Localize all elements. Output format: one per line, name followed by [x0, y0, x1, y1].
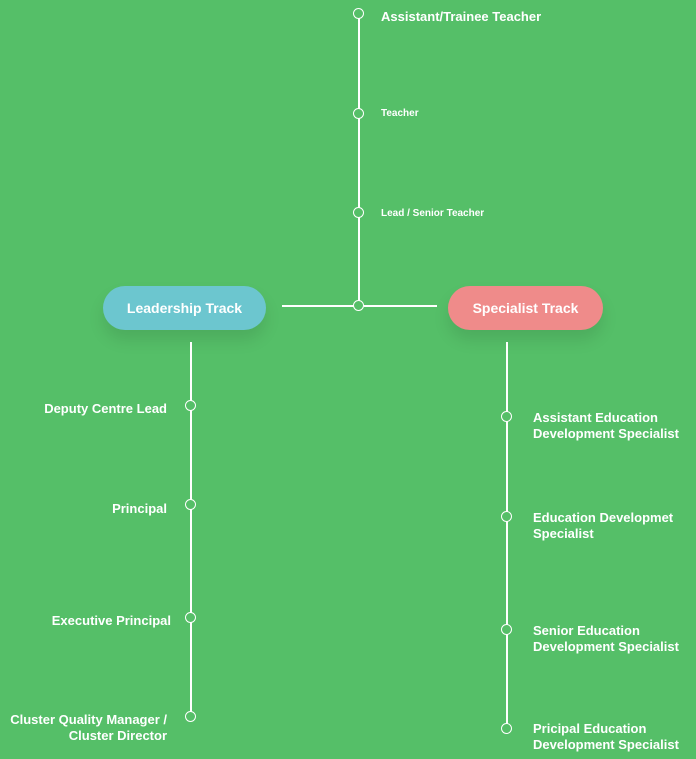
top-item-label: Teacher	[381, 108, 419, 119]
junction-node	[353, 300, 364, 311]
specialist-node-1	[501, 411, 512, 422]
leadership-node-3	[185, 612, 196, 623]
specialist-item-label: Pricipal Education Development Specialis…	[533, 721, 679, 753]
leadership-item-label: Principal	[112, 501, 167, 516]
label-line-1: Pricipal Education	[533, 721, 647, 736]
specialist-node-3	[501, 624, 512, 635]
label-line-2: Specialist	[533, 526, 594, 541]
label-line-2: Development Specialist	[533, 639, 679, 654]
horizontal-connector-right	[364, 305, 437, 307]
leadership-item-label: Cluster Quality Manager / Cluster Direct…	[10, 712, 167, 744]
specialist-track-line	[506, 342, 508, 730]
horizontal-connector-left	[282, 305, 354, 307]
label-line-2: Development Specialist	[533, 737, 679, 752]
top-item-label: Assistant/Trainee Teacher	[381, 9, 542, 24]
specialist-item-label: Senior Education Development Specialist	[533, 623, 679, 655]
top-node-3	[353, 207, 364, 218]
leadership-item-label: Executive Principal	[51, 613, 171, 628]
label-line-2: Cluster Director	[68, 728, 167, 743]
label-line-1: Cluster Quality Manager /	[10, 712, 167, 727]
top-connector-line	[358, 13, 360, 306]
leadership-item-label: Deputy Centre Lead	[44, 401, 167, 416]
specialist-node-4	[501, 723, 512, 734]
label-line-2: Development Specialist	[533, 426, 679, 441]
leadership-track-title: Leadership Track	[126, 300, 243, 316]
label-line-1: Senior Education	[533, 623, 640, 638]
leadership-node-1	[185, 400, 196, 411]
top-item-label: Lead / Senior Teacher	[381, 208, 485, 219]
specialist-track-pill[interactable]: Specialist Track	[448, 286, 603, 330]
specialist-item-label: Assistant Education Development Speciali…	[533, 410, 679, 442]
label-line-1: Assistant Education	[533, 410, 658, 425]
leadership-node-4	[185, 711, 196, 722]
specialist-item-label: Education Developmet Specialist	[533, 510, 673, 542]
top-node-1	[353, 8, 364, 19]
leadership-node-2	[185, 499, 196, 510]
label-line-1: Education Developmet	[533, 510, 674, 525]
specialist-track-title: Specialist Track	[472, 300, 579, 316]
leadership-track-line	[190, 342, 192, 717]
leadership-track-pill[interactable]: Leadership Track	[103, 286, 266, 330]
specialist-node-2	[501, 511, 512, 522]
top-node-2	[353, 108, 364, 119]
